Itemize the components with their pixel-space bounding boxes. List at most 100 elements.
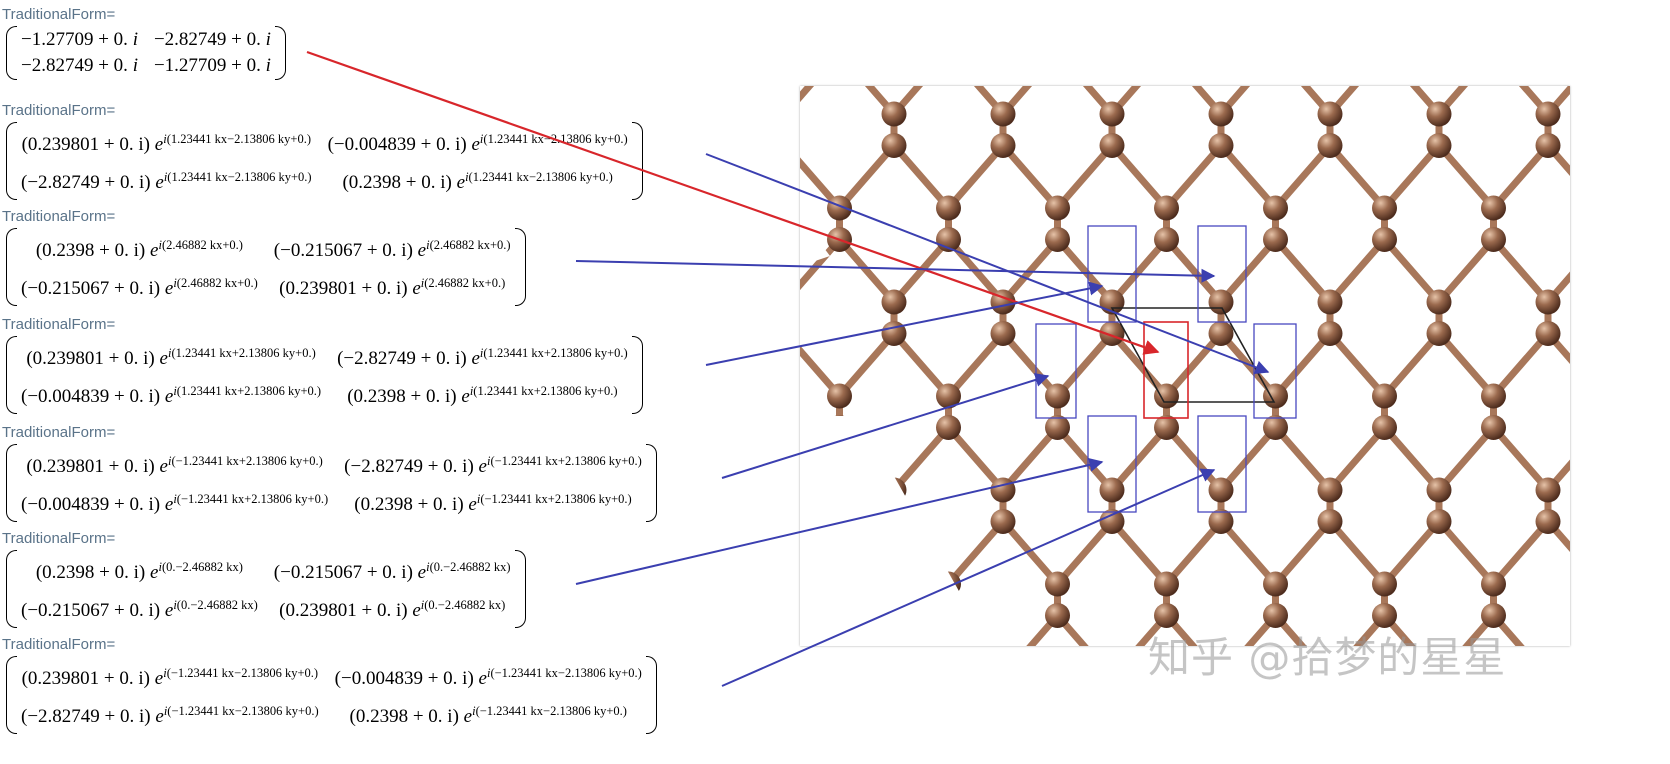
- atom: [1154, 195, 1179, 221]
- atom: [1154, 383, 1179, 409]
- matrix-grid: (0.239801 + 0. i) ei(1.23441 kx+2.13806 …: [17, 336, 632, 414]
- exponent: i(1.23441 kx+2.13806 ky+0.): [480, 346, 628, 360]
- exp-base: e: [164, 494, 174, 515]
- atom: [1099, 321, 1125, 346]
- exponent: i(1.23441 kx−2.13806 ky+0.): [163, 132, 311, 146]
- exponent-i: i: [173, 276, 177, 290]
- atom: [1535, 289, 1561, 315]
- bond: [1435, 330, 1497, 400]
- exponent: i(−1.23441 kx+2.13806 ky+0.): [173, 492, 328, 506]
- bond: [1326, 330, 1388, 400]
- left-paren: [6, 550, 17, 628]
- atom: [1535, 321, 1561, 346]
- coefficient: (−0.215067 + 0. i): [273, 240, 413, 261]
- atom: [1263, 195, 1288, 221]
- atom: [1208, 321, 1234, 346]
- atom: [881, 321, 907, 346]
- exp-base: e: [150, 240, 159, 261]
- atom: [1045, 571, 1070, 597]
- coefficient: (−2.82749 + 0. i): [337, 348, 467, 369]
- coefficient: (−0.215067 + 0. i): [21, 600, 161, 621]
- exponent-text: (−1.23441 kx+2.13806 ky+0.): [490, 454, 642, 468]
- atom: [1372, 383, 1397, 409]
- atom: [936, 383, 961, 409]
- bond: [781, 48, 843, 118]
- atom: [1208, 477, 1234, 503]
- coefficient: (0.239801 + 0. i): [279, 278, 408, 299]
- atom: [1208, 509, 1234, 534]
- exponent: i(−1.23441 kx−2.13806 ky+0.): [472, 704, 627, 718]
- matrix-grid: (0.239801 + 0. i) ei(1.23441 kx−2.13806 …: [17, 122, 632, 200]
- atom: [1099, 477, 1125, 503]
- exponent-text: (1.23441 kx+2.13806 ky+0.): [176, 384, 322, 398]
- exponent: i(−1.23441 kx+2.13806 ky+0.): [477, 492, 632, 506]
- exponent-i: i: [167, 346, 172, 360]
- atom: [1317, 321, 1343, 346]
- atom: [1426, 477, 1452, 503]
- exponent-i: i: [486, 454, 491, 468]
- atom: [1372, 603, 1397, 628]
- coefficient: −2.82749 + 0.: [153, 29, 266, 50]
- coefficient: (0.2398 + 0. i): [354, 494, 464, 515]
- exponent: i(1.23441 kx+2.13806 ky+0.): [173, 384, 321, 398]
- exponent: i(−1.23441 kx−2.13806 ky+0.): [164, 704, 319, 718]
- exponent: i(0.−2.46882 kx): [158, 560, 242, 574]
- exponent-i: i: [173, 492, 177, 506]
- matrix-1: −1.27709 + 0. i−2.82749 + 0. i−2.82749 +…: [6, 26, 286, 80]
- atom: [1099, 509, 1125, 534]
- exponent: i(−1.23441 kx+2.13806 ky+0.): [168, 454, 323, 468]
- atom: [990, 321, 1016, 346]
- matrix-cell: (0.239801 + 0. i) ei(−1.23441 kx−2.13806…: [21, 658, 319, 694]
- bond: [1272, 236, 1334, 306]
- atom: [1045, 195, 1070, 221]
- coefficient: (−2.82749 + 0. i): [21, 172, 151, 193]
- atom: [1208, 289, 1234, 315]
- atom: [1154, 571, 1179, 597]
- atom: [1263, 415, 1288, 440]
- exponent-text: (−1.23441 kx−2.13806 ky+0.): [490, 666, 642, 680]
- matrix-6: (0.2398 + 0. i) ei(0.−2.46882 kx)(−0.215…: [6, 550, 526, 628]
- traditional-form-label: TraditionalForm=: [2, 424, 116, 441]
- exponent: i(−1.23441 kx+2.13806 ky+0.): [487, 454, 642, 468]
- exponent-text: (2.46882 kx+0.): [424, 276, 506, 290]
- atom: [1481, 415, 1506, 440]
- bond: [1544, 612, 1606, 682]
- coefficient: (0.2398 + 0. i): [347, 386, 457, 407]
- bond: [1435, 142, 1497, 212]
- exponent-text: (−1.23441 kx−2.13806 ky+0.): [475, 704, 627, 718]
- exp-base: e: [164, 386, 174, 407]
- atom: [990, 101, 1016, 127]
- right-paren: [631, 336, 643, 414]
- matrix-grid: (0.2398 + 0. i) ei(0.−2.46882 kx)(−0.215…: [17, 550, 515, 628]
- matrix-cell: (0.239801 + 0. i) ei(−1.23441 kx+2.13806…: [21, 446, 328, 482]
- exp-base: e: [468, 494, 477, 515]
- coefficient: (0.2398 + 0. i): [35, 240, 146, 261]
- matrix-grid: (0.239801 + 0. i) ei(−1.23441 kx+2.13806…: [17, 444, 646, 522]
- exponent-i: i: [469, 384, 474, 398]
- exponent: i(−1.23441 kx−2.13806 ky+0.): [163, 666, 318, 680]
- matrix-cell: (−2.82749 + 0. i) ei(1.23441 kx−2.13806 …: [21, 162, 312, 198]
- exponent: i(1.23441 kx−2.13806 ky+0.): [465, 170, 613, 184]
- exp-base: e: [150, 562, 159, 583]
- coefficient: (0.239801 + 0. i): [26, 348, 155, 369]
- atom: [1263, 603, 1288, 628]
- graphene-lattice-panel: [563, 7, 1670, 764]
- atom: [1535, 477, 1561, 503]
- edge-mask: [800, 216, 990, 646]
- exponent: i(2.46882 kx+0.): [173, 276, 257, 290]
- exponent-i: i: [163, 170, 168, 184]
- atom: [1208, 101, 1234, 127]
- exp-base: e: [412, 600, 421, 621]
- atom: [1099, 101, 1125, 127]
- matrix-cell: (−0.215067 + 0. i) ei(0.−2.46882 kx): [21, 590, 258, 626]
- matrix-cell: (0.239801 + 0. i) ei(1.23441 kx+2.13806 …: [21, 338, 321, 374]
- exponent: i(1.23441 kx−2.13806 ky+0.): [164, 170, 312, 184]
- traditional-form-label: TraditionalForm=: [2, 530, 116, 547]
- coefficient: (−2.82749 + 0. i): [344, 456, 474, 477]
- matrix-cell: (0.239801 + 0. i) ei(1.23441 kx−2.13806 …: [21, 124, 312, 160]
- exponent: i(0.−2.46882 kx): [421, 598, 505, 612]
- matrix-2: (0.239801 + 0. i) ei(1.23441 kx−2.13806 …: [6, 122, 643, 200]
- imaginary-unit: i: [265, 29, 271, 50]
- exp-base: e: [159, 348, 168, 369]
- exponent-i: i: [158, 560, 162, 574]
